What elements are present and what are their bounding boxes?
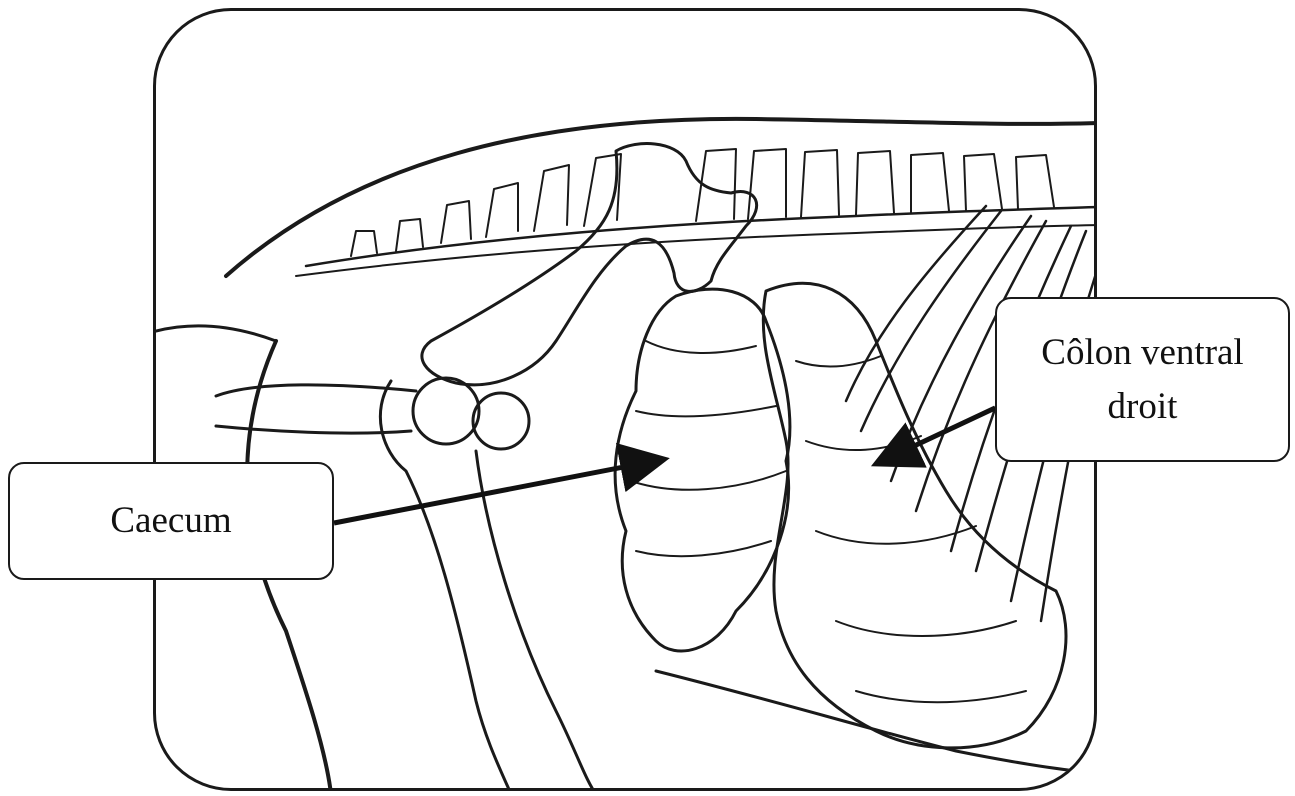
caecum-label: Caecum bbox=[110, 494, 231, 548]
colon-label-line1: Côlon ventral bbox=[1041, 326, 1243, 380]
colon-arrow bbox=[880, 408, 995, 462]
colon-label-box: Côlon ventral droit bbox=[995, 297, 1290, 462]
caecum-arrow bbox=[334, 460, 660, 523]
colon-label: Côlon ventral droit bbox=[1041, 326, 1243, 433]
caecum-label-box: Caecum bbox=[8, 462, 334, 580]
colon-label-line2: droit bbox=[1041, 380, 1243, 434]
